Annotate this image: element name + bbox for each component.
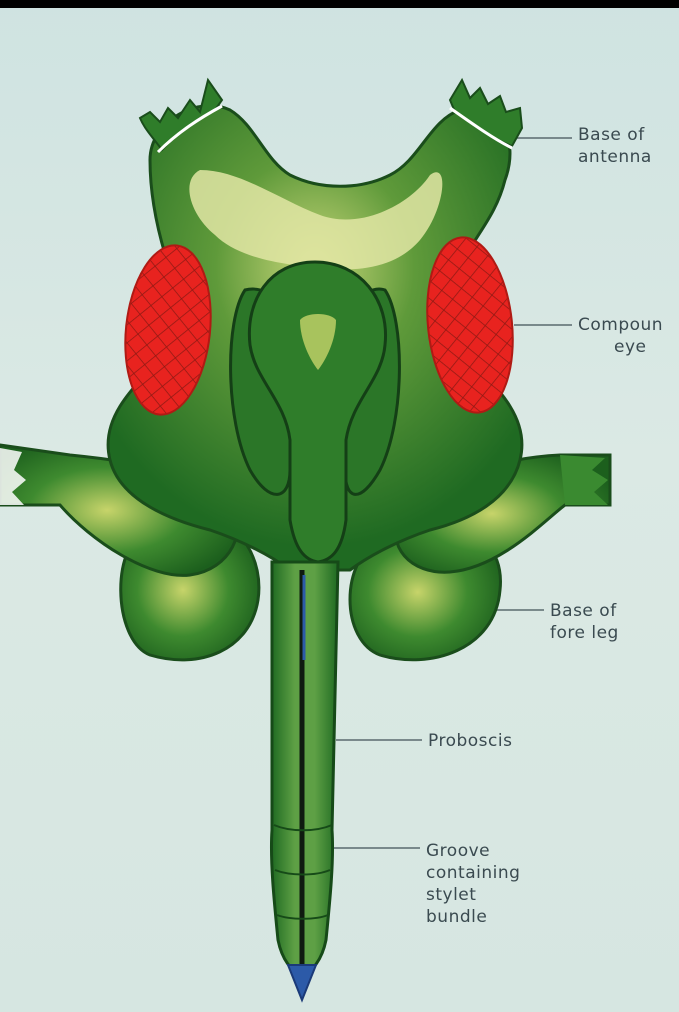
label-groove: Groove containing stylet bundle: [426, 840, 520, 928]
label-proboscis: Proboscis: [428, 730, 512, 752]
label-groove-line3: stylet: [426, 884, 520, 906]
label-compound-eye: Compoun eye: [578, 314, 663, 358]
proboscis: [271, 562, 338, 1000]
label-foreleg-line1: Base of: [550, 600, 619, 622]
label-groove-line4: bundle: [426, 906, 520, 928]
label-groove-line1: Groove: [426, 840, 520, 862]
label-base-of-antenna: Base of antenna: [578, 124, 652, 168]
label-antenna-line2: antenna: [578, 146, 652, 168]
label-proboscis-line1: Proboscis: [428, 730, 512, 752]
label-eye-line1: Compoun: [578, 314, 663, 336]
label-foreleg-line2: fore leg: [550, 622, 619, 644]
label-antenna-line1: Base of: [578, 124, 652, 146]
proboscis-tip: [288, 965, 316, 1000]
label-groove-line2: containing: [426, 862, 520, 884]
label-eye-line2: eye: [578, 336, 663, 358]
label-base-of-fore-leg: Base of fore leg: [550, 600, 619, 644]
